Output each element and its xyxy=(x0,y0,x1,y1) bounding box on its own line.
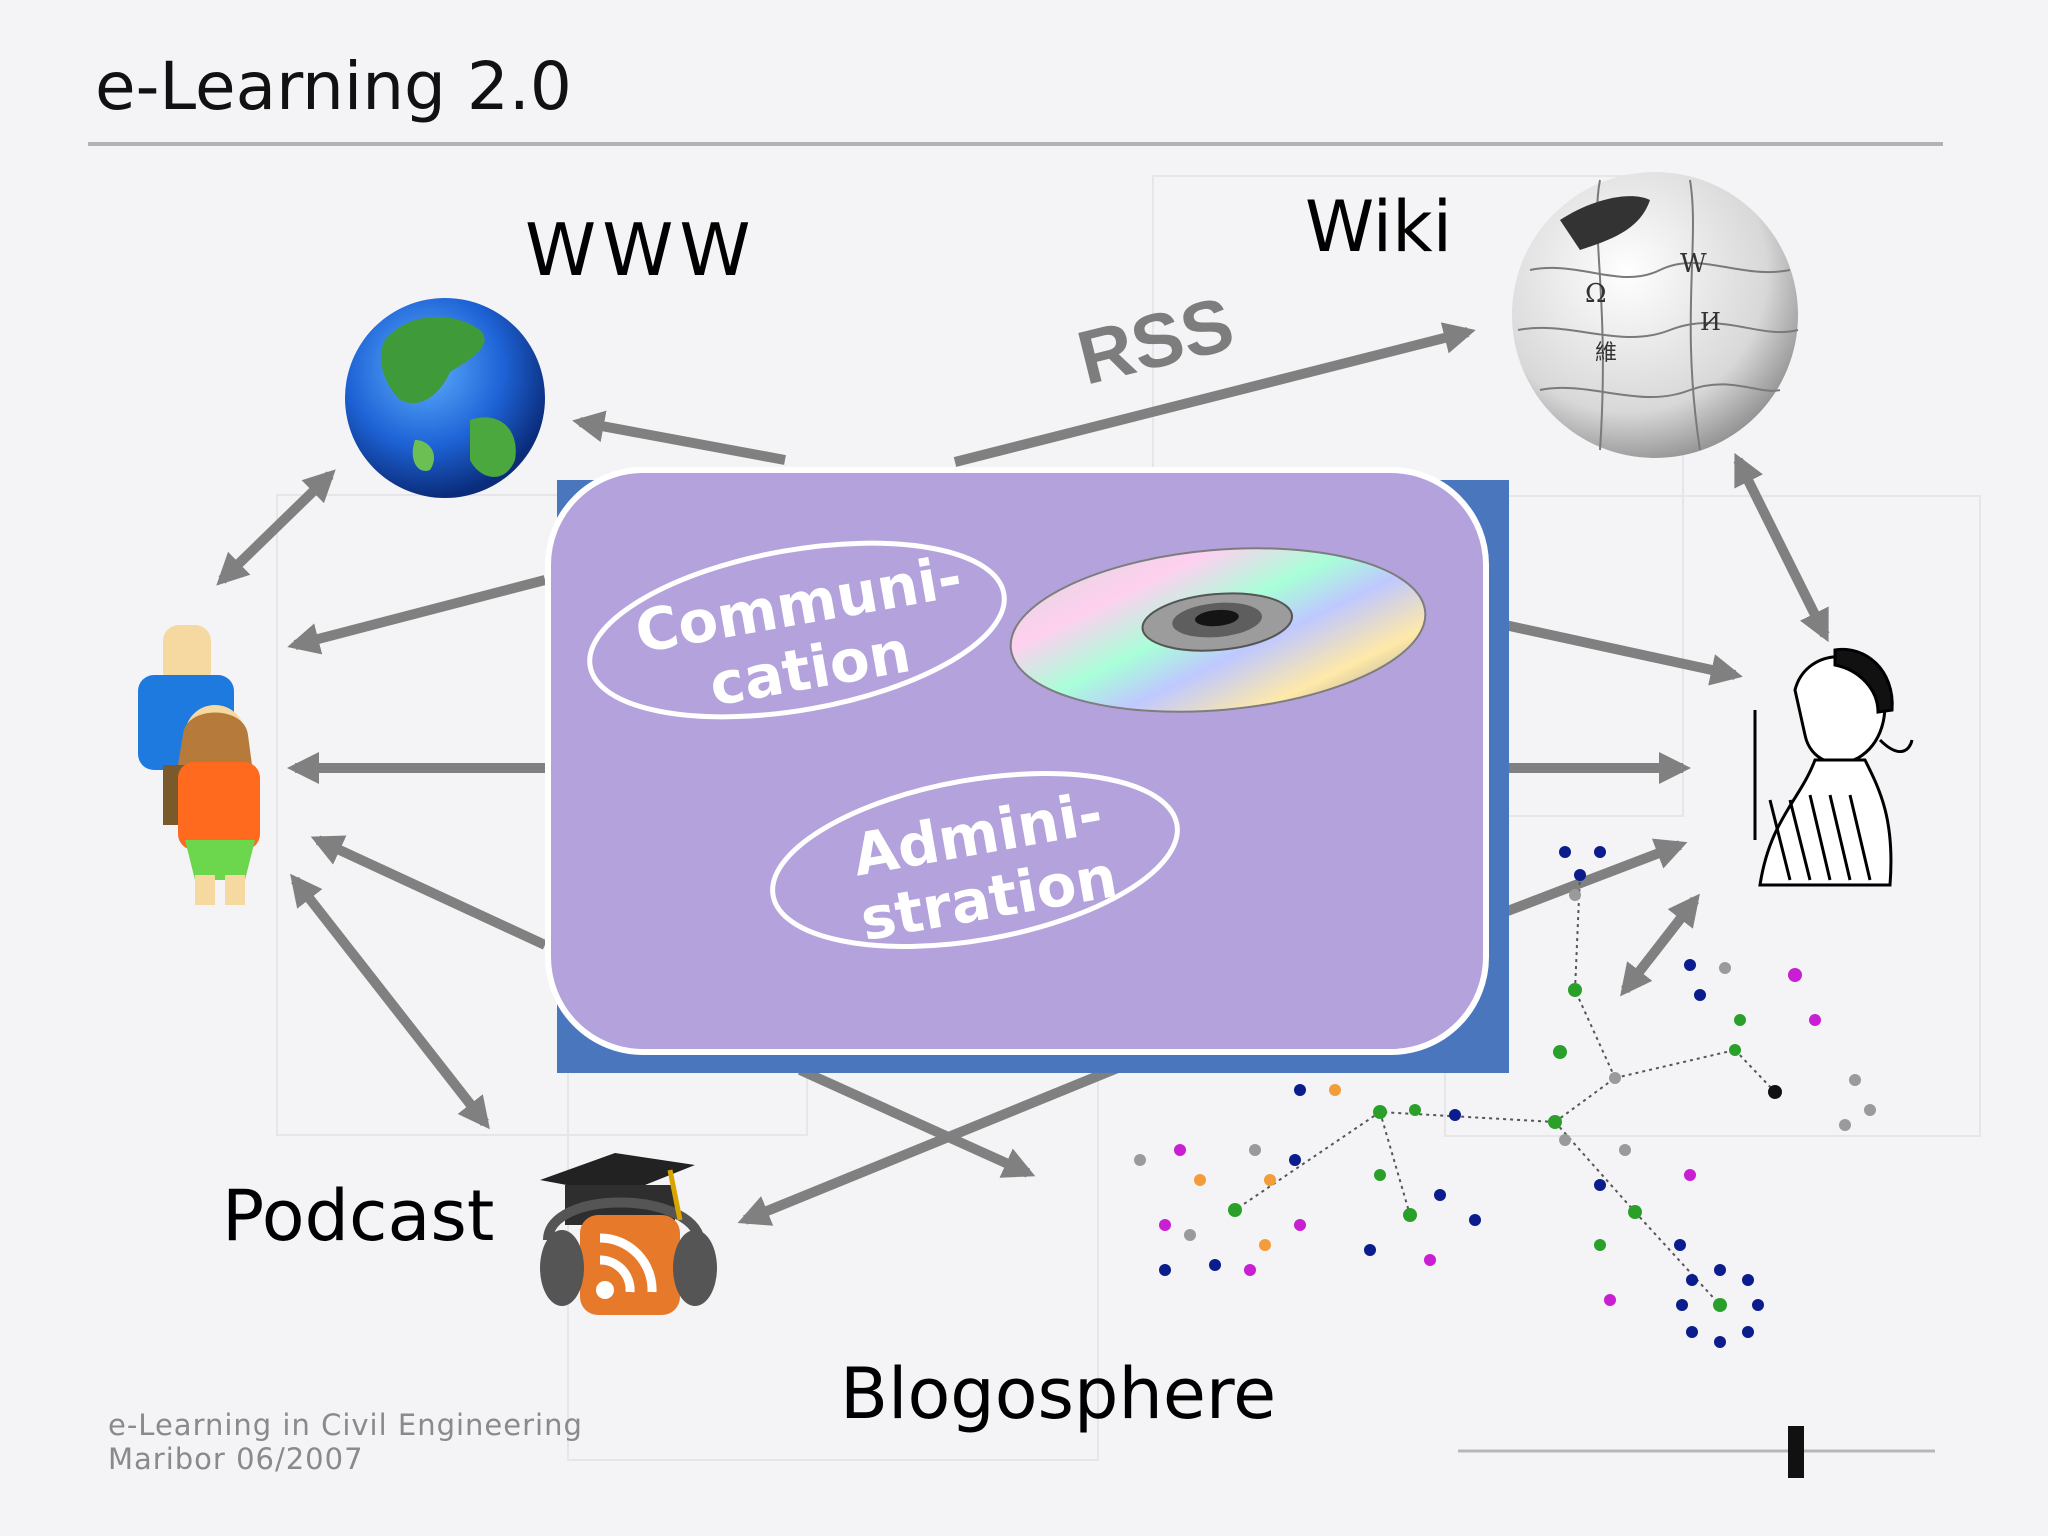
wiki-label: Wiki xyxy=(1305,186,1453,268)
rss-label: RSS xyxy=(1070,281,1242,401)
arrow-students-podcast xyxy=(290,873,490,1130)
footer: e-Learning in Civil Engineering Maribor … xyxy=(108,1408,583,1476)
title-divider xyxy=(88,142,1943,146)
arrow-rss-to-wiki xyxy=(953,322,1476,467)
svg-text:Ω: Ω xyxy=(1585,279,1607,309)
www-label: WWW xyxy=(525,208,757,292)
arrow-to-thinker-3 xyxy=(1503,838,1688,917)
students-icon xyxy=(138,625,260,905)
svg-text:維: 維 xyxy=(1595,341,1617,366)
podcast-rss-icon xyxy=(540,1153,717,1315)
cd-disc-icon xyxy=(1009,547,1427,713)
footer-line-2: Maribor 06/2007 xyxy=(108,1442,364,1476)
arrow-to-thinker-1 xyxy=(1503,620,1743,686)
svg-text:W: W xyxy=(1680,249,1707,279)
network-graph-icon xyxy=(1134,846,1876,1348)
svg-text:И: И xyxy=(1700,308,1721,336)
wiki-globe-icon: Ω W 維 И xyxy=(1512,172,1799,458)
arrow-wiki-thinker xyxy=(1733,452,1830,643)
arrow-to-www xyxy=(572,410,786,465)
blogosphere-label: Blogosphere xyxy=(840,1353,1277,1435)
arrow-to-students-1 xyxy=(287,575,547,655)
globe-icon xyxy=(345,298,545,498)
arrow-to-students-3 xyxy=(310,835,548,950)
communication-ellipse: Communi- cation xyxy=(587,540,1007,719)
arrow-www-students xyxy=(216,469,336,586)
arrow-to-podcast xyxy=(737,1060,1127,1226)
thinker-icon xyxy=(1753,647,1914,887)
podcast-label: Podcast xyxy=(222,1175,495,1257)
network-nodes xyxy=(1134,846,1876,1348)
arrow-thinker-network xyxy=(1620,893,1700,997)
connection-arrows xyxy=(216,322,1830,1226)
footer-line-1: e-Learning in Civil Engineering xyxy=(108,1408,583,1442)
center-box xyxy=(545,467,1509,1073)
slide-title: e-Learning 2.0 xyxy=(95,48,572,125)
arrow-to-blogosphere xyxy=(797,1065,1036,1178)
